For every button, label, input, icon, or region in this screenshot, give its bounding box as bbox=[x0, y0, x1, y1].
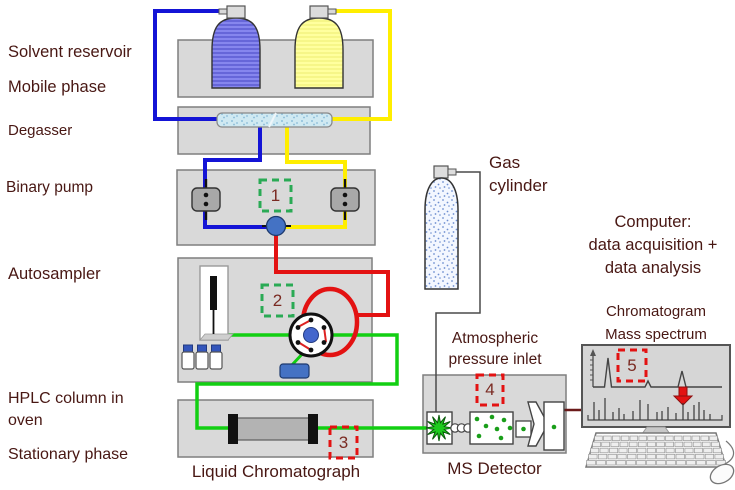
mass-spectrum-plot bbox=[587, 398, 723, 421]
binary-pump-label: Binary pump bbox=[6, 179, 94, 196]
mixer bbox=[262, 215, 291, 237]
blue-solvent-bottle bbox=[211, 5, 261, 89]
needle-assembly bbox=[199, 265, 234, 341]
liquid-chromatograph-label: Liquid Chromatograph bbox=[191, 462, 361, 481]
gas-cylinder-label: Gas cylinder bbox=[489, 153, 548, 195]
marker-box-2 bbox=[260, 283, 295, 318]
ion-detector bbox=[543, 401, 565, 451]
marker-number-5: 5 bbox=[627, 355, 637, 375]
mass-spectrum-label: Mass spectrum bbox=[605, 326, 707, 343]
gas-line bbox=[435, 171, 481, 412]
sample-vials bbox=[181, 344, 223, 370]
marker-box-4 bbox=[475, 373, 505, 407]
chromatogram-label: Chromatogram bbox=[605, 303, 707, 320]
tube-yellow-degasser-to-pump bbox=[285, 126, 347, 189]
computer-monitor bbox=[581, 344, 731, 435]
mobile-phase-label: Mobile phase bbox=[8, 78, 107, 96]
waste-container bbox=[279, 363, 310, 379]
tube-blue-degasser-to-pump bbox=[203, 126, 262, 189]
marker-number-2: 2 bbox=[272, 290, 283, 310]
injection-valve bbox=[288, 312, 334, 358]
keyboard bbox=[584, 432, 728, 468]
marker-box-3 bbox=[328, 425, 359, 460]
marker-number-3: 3 bbox=[338, 432, 349, 452]
autosampler-label: Autosampler bbox=[8, 265, 101, 283]
marker-box-1 bbox=[258, 178, 293, 213]
ms-detector-label: MS Detector bbox=[447, 459, 542, 478]
hplc-column bbox=[228, 414, 318, 444]
mouse bbox=[709, 440, 735, 485]
pump-head-left bbox=[191, 179, 221, 220]
yellow-solvent-bottle bbox=[294, 5, 344, 89]
peak-highlight-arrow bbox=[672, 386, 694, 406]
gas-cylinder bbox=[424, 165, 459, 290]
tube-yellow-top bbox=[332, 9, 392, 121]
marker-number-1: 1 bbox=[270, 185, 281, 205]
spray-chamber bbox=[425, 411, 453, 445]
stationary-phase-label: Stationary phase bbox=[8, 446, 129, 463]
ion-transfer-coil bbox=[450, 423, 473, 433]
solvent-reservoir-box bbox=[177, 39, 374, 98]
degasser-membrane bbox=[216, 112, 333, 128]
chromatogram-plot bbox=[590, 349, 722, 388]
marker-number-4: 4 bbox=[485, 380, 495, 399]
tube-red-pump-to-valve bbox=[274, 233, 390, 317]
hplc-column-label: HPLC column in oven bbox=[8, 390, 124, 429]
electrospray-icon bbox=[425, 414, 453, 442]
atmospheric-pressure-inlet-label: Atmospheric pressure inlet bbox=[448, 330, 542, 368]
solvent-reservoir-label: Solvent reservoir bbox=[8, 43, 132, 61]
marker-box-5 bbox=[616, 348, 648, 383]
computer-label: Computer: data acquisition + data analys… bbox=[588, 213, 718, 277]
pump-head-right bbox=[330, 179, 360, 220]
degasser-label: Degasser bbox=[8, 122, 73, 139]
tube-blue-top bbox=[153, 9, 227, 121]
mass-analyzer bbox=[469, 411, 514, 445]
ion-focus-stage bbox=[515, 401, 549, 447]
